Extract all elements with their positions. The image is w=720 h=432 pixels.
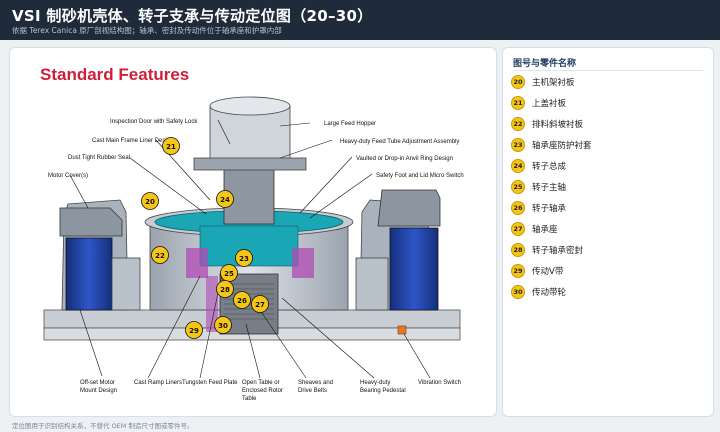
legend-item-label: 上盖衬板 [532, 99, 567, 109]
feed-hopper [209, 105, 291, 165]
features-heading: Standard Features [40, 65, 189, 84]
legend-item-26[interactable]: 26 转子轴承 [511, 200, 566, 216]
legend-marker: 24 [511, 159, 525, 173]
marker-27[interactable]: 27 [251, 295, 269, 313]
footer-note: 定位图用于识别结构关系，不替代 OEM 制造尺寸图或零件号。 [12, 422, 194, 430]
legend-marker: 26 [511, 201, 525, 215]
marker-25[interactable]: 25 [220, 264, 238, 282]
legend-item-label: 排料斜坡衬板 [532, 120, 584, 130]
svg-text:23: 23 [239, 255, 249, 263]
legend-item-22[interactable]: 22 排料斜坡衬板 [511, 116, 583, 132]
callout-sheaves-line2: Drive Belts [298, 388, 327, 394]
svg-text:20: 20 [145, 198, 155, 206]
feed-hopper-top [209, 96, 291, 116]
svg-text:25: 25 [224, 270, 234, 278]
svg-text:22: 22 [155, 252, 165, 260]
callout-vibration: Vibration Switch [418, 380, 461, 386]
legend-item-label: 轴承座防护衬套 [532, 141, 592, 151]
page-title: VSI 制砂机壳体、转子支承与传动定位图（20–30） [12, 7, 373, 25]
callout-tungsten: Tungsten Feed Plate [182, 380, 238, 386]
callout-offset-motor: Off-set Motor [80, 380, 115, 386]
legend-heading: 图号与零件名称 [513, 59, 577, 69]
marker-20[interactable]: 20 [141, 192, 159, 210]
callout-safety-foot: Safety Foot and Lid Micro Switch [376, 173, 464, 179]
callout-motor-covers: Motor Cover(s) [48, 173, 88, 179]
legend-marker: 25 [511, 180, 525, 194]
page-subtitle: 依据 Terex Canica 原厂剖视结构图；轴承、密封及传动件位于轴承座和护… [12, 26, 282, 35]
legend-marker: 21 [511, 96, 525, 110]
hopper-flange [193, 157, 307, 171]
left-motor-base [111, 257, 141, 311]
callout-open-table-line3: Table [242, 396, 257, 402]
parts-legend-panel: 图号与零件名称 20 主机架衬板 21 上盖衬板 22 排料斜坡衬板 23 轴承座防护衬… [502, 47, 714, 417]
right-motor-base [355, 257, 389, 311]
svg-text:26: 26 [237, 297, 247, 305]
svg-text:24: 24 [220, 196, 230, 204]
legend-marker: 20 [511, 75, 525, 89]
right-motor-cover [377, 189, 441, 227]
legend-marker: 23 [511, 138, 525, 152]
marker-21[interactable]: 21 [162, 137, 180, 155]
cast-ramp-liner [186, 248, 208, 278]
legend-marker: 22 [511, 117, 525, 131]
legend-item-label: 传动V带 [532, 267, 564, 277]
legend-item-23[interactable]: 23 轴承座防护衬套 [511, 137, 592, 153]
marker-26[interactable]: 26 [233, 291, 251, 309]
legend-item-21[interactable]: 21 上盖衬板 [511, 95, 566, 111]
legend-item-label: 轴承座 [532, 225, 558, 235]
bearing-seal [206, 276, 218, 332]
legend-marker: 30 [511, 285, 525, 299]
callout-open-table: Open Table or [242, 380, 280, 386]
diagram-panel: Standard Features [9, 47, 497, 417]
legend-item-25[interactable]: 25 转子主轴 [511, 179, 566, 195]
legend-item-24[interactable]: 24 转子总成 [511, 158, 566, 174]
svg-text:28: 28 [220, 286, 230, 294]
callout-dust-seal: Dust Tight Rubber Seal [68, 155, 130, 161]
svg-text:29: 29 [189, 327, 199, 335]
callout-heavy-bearing-line2: Bearing Pedestal [360, 388, 406, 394]
callout-open-table-line2: Enclosed Rotor [242, 388, 283, 394]
svg-text:30: 30 [218, 322, 228, 330]
callout-sheaves: Sheaves and [298, 380, 333, 386]
left-motor [65, 237, 113, 311]
crusher-cutaway-diagram: Standard Features [40, 65, 464, 402]
callout-anvil-ring: Vaulted or Drop-in Anvil Ring Design [356, 156, 453, 162]
right-motor [389, 227, 439, 311]
legend-item-label: 主机架衬板 [532, 78, 575, 88]
callout-cast-main-frame: Cast Main Frame Liner Design [92, 138, 173, 144]
callout-offset-motor-line2: Mount Design [80, 388, 117, 394]
callout-heavy-bearing: Heavy-duty [360, 380, 390, 386]
legend-item-label: 转子主轴 [532, 183, 567, 193]
header-bar: VSI 制砂机壳体、转子支承与传动定位图（20–30） 依据 Terex Can… [0, 0, 720, 40]
marker-30[interactable]: 30 [214, 316, 232, 334]
legend-item-27[interactable]: 27 轴承座 [511, 221, 558, 237]
legend-marker: 28 [511, 243, 525, 257]
legend-item-28[interactable]: 28 转子轴承密封 [511, 242, 583, 258]
legend-marker: 29 [511, 264, 525, 278]
marker-24[interactable]: 24 [216, 190, 234, 208]
callout-feed-hopper: Large Feed Hopper [324, 121, 376, 127]
legend-item-20[interactable]: 20 主机架衬板 [511, 74, 575, 90]
svg-text:21: 21 [166, 143, 176, 151]
marker-29[interactable]: 29 [185, 321, 203, 339]
legend-item-30[interactable]: 30 传动带轮 [511, 284, 566, 300]
legend-item-29[interactable]: 29 传动V带 [511, 263, 563, 279]
svg-text:27: 27 [255, 301, 265, 309]
legend-item-label: 转子总成 [532, 162, 567, 172]
left-motor-cover [59, 207, 123, 237]
legend-divider [513, 70, 703, 71]
cast-ramp-liner-right [292, 248, 314, 278]
vibration-switch-box [397, 325, 407, 335]
marker-23[interactable]: 23 [235, 249, 253, 267]
marker-28[interactable]: 28 [216, 280, 234, 298]
legend-marker: 27 [511, 222, 525, 236]
legend-item-label: 转子轴承 [532, 204, 567, 214]
legend-item-label: 传动带轮 [532, 288, 567, 298]
callout-inspection-door: Inspection Door with Safety Lock [110, 119, 198, 125]
callout-cast-ramp: Cast Ramp Liners [134, 380, 182, 386]
callout-feed-tube: Heavy-duty Feed Tube Adjustment Assembly [340, 139, 459, 145]
marker-22[interactable]: 22 [151, 246, 169, 264]
legend-item-label: 转子轴承密封 [532, 246, 584, 256]
